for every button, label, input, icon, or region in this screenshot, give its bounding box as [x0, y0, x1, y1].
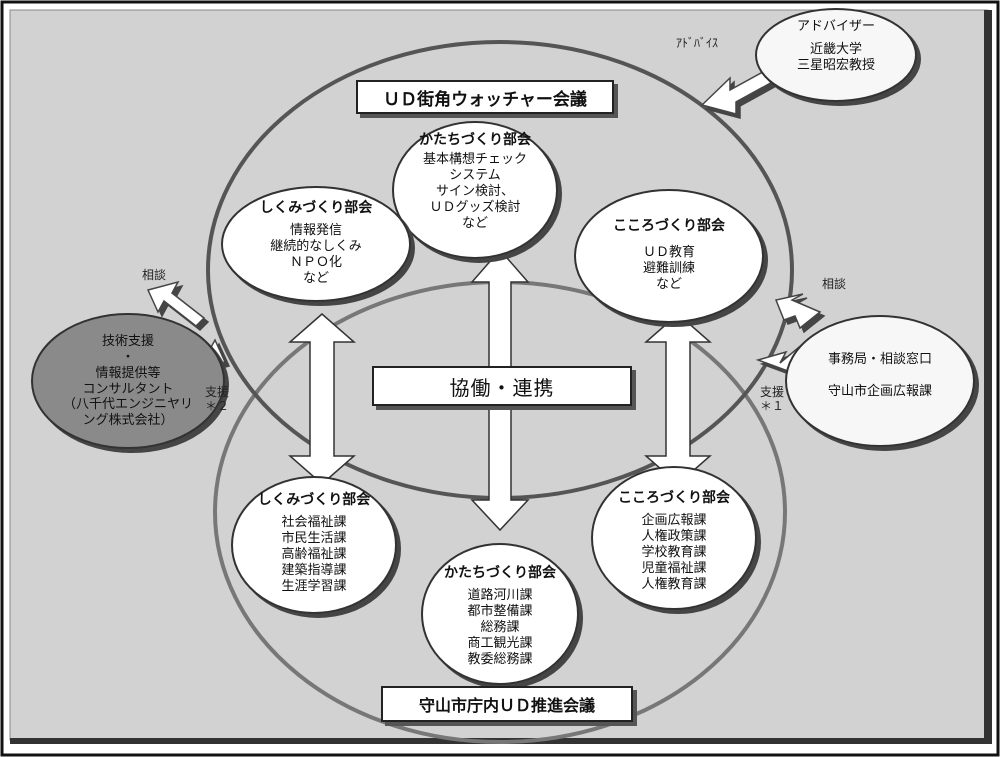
watcher-kokoro-group: こころづくり部会 ＵＤ教育 避難訓練 など [589, 218, 749, 293]
secretariat-line-1: 事務局・相談窓口 [827, 352, 932, 367]
watcher-kokoro-ellipse [574, 189, 764, 323]
watcher-shikumi-line-2: 継続的なしくみ [270, 238, 362, 254]
watcher-katachi-ellipse [392, 121, 558, 259]
city-katachi-line-2: 都市整備課 [467, 603, 533, 619]
city-shikumi-group: しくみづくり部会 社会福祉課 市民生活課 高齢福祉課 建築指導課 生涯学習課 [239, 492, 389, 594]
left-support-label: 支援 ＊２ [205, 385, 229, 414]
city-katachi-title: かたちづくり部会 [444, 565, 556, 581]
watcher-katachi-line-3: サイン検討、 [435, 183, 514, 199]
watcher-shikumi-ellipse [221, 186, 411, 302]
city-shikumi-line-2: 市民生活課 [281, 530, 347, 546]
advisor-label: アドバイザー 近畿大学 三星昭宏教授 [756, 19, 916, 74]
watcher-kokoro-line-3: など [655, 276, 682, 292]
watcher-kokoro-title: こころづくり部会 [613, 218, 725, 234]
city-katachi-line-4: 商工観光課 [467, 635, 533, 651]
secretariat-label: 事務局・相談窓口 守山市企画広報課 [800, 352, 960, 400]
top-council-title: ＵＤ街角ウォッチャー会議 [356, 80, 614, 114]
city-kokoro-title: こころづくり部会 [618, 490, 730, 506]
secretariat-ellipse [785, 315, 975, 447]
watcher-katachi-line-2: システム [449, 167, 501, 183]
advisor-line-2: 三星昭宏教授 [796, 57, 875, 73]
city-shikumi-line-5: 生涯学習課 [281, 578, 347, 594]
city-kokoro-line-2: 人権政策課 [641, 528, 707, 544]
city-katachi-line-3: 総務課 [480, 619, 520, 635]
city-katachi-group: かたちづくり部会 道路河川課 都市整備課 総務課 商工観光課 教委総務課 [425, 565, 575, 667]
watcher-kokoro-line-1: ＵＤ教育 [642, 245, 695, 261]
advisor-ellipse [755, 8, 917, 102]
right-consult-label: 相談 [822, 277, 847, 291]
watcher-shikumi-line-3: ＮＰＯ化 [289, 254, 342, 270]
city-katachi-line-5: 教委総務課 [467, 651, 533, 667]
city-shikumi-line-3: 高齢福祉課 [281, 546, 347, 562]
watcher-katachi-line-1: 基本構想チェック [422, 152, 527, 168]
advice-arrow-label: ｱﾄﾞﾊﾞｲｽ [676, 36, 719, 50]
consultant-ellipse [31, 313, 225, 449]
advisor-line-1: 近畿大学 [809, 41, 862, 57]
city-shikumi-line-1: 社会福祉課 [281, 515, 347, 531]
left-consult-arrow [146, 280, 206, 327]
watcher-shikumi-group: しくみづくり部会 情報発信 継続的なしくみ ＮＰＯ化 など [236, 200, 396, 287]
center-collaboration-text: 協働・連携 [449, 375, 555, 400]
city-kokoro-line-1: 企画広報課 [641, 513, 707, 529]
city-katachi-line-1: 道路河川課 [467, 588, 533, 604]
watcher-shikumi-line-4: など [302, 270, 329, 286]
city-kokoro-line-4: 児童福祉課 [641, 560, 707, 576]
watcher-katachi-line-4: ＵＤグッズ検討 [429, 199, 521, 215]
city-katachi-ellipse [421, 543, 579, 685]
secretariat-line-2 [800, 368, 960, 384]
consultant-line-4: コンサルタント [82, 381, 174, 397]
consultant-line-6: ング株式会社） [82, 413, 174, 429]
watcher-shikumi-line-1: 情報発信 [289, 223, 342, 239]
consultant-line-5: （八千代エンジニヤリ [62, 397, 193, 413]
right-support-note: ＊１ [760, 399, 785, 414]
top-council-title-text: ＵＤ街角ウォッチャー会議 [383, 89, 587, 110]
right-dark-border [984, 10, 992, 740]
city-kokoro-group: こころづくり部会 企画広報課 人権政策課 学校教育課 児童福祉課 人権教育課 [599, 490, 749, 592]
city-shikumi-title: しくみづくり部会 [257, 492, 371, 508]
right-consult-arrow [774, 293, 822, 330]
city-kokoro-line-3: 学校教育課 [641, 544, 707, 560]
left-consult-label: 相談 [142, 268, 167, 282]
center-collaboration-box: 協働・連携 [372, 366, 632, 406]
left-support-text: 支援 [205, 385, 230, 399]
watcher-katachi-title: かたちづくり部会 [419, 132, 531, 148]
watcher-shikumi-title: しくみづくり部会 [259, 200, 373, 216]
left-support-note: ＊２ [205, 399, 230, 414]
secretariat-line-3: 守山市企画広報課 [827, 383, 932, 399]
city-shikumi-ellipse [231, 476, 397, 614]
consultant-line-1: 技術支援 [101, 334, 154, 349]
city-shikumi-line-4: 建築指導課 [281, 562, 347, 578]
watcher-kokoro-line-2: 避難訓練 [642, 260, 695, 276]
watcher-katachi-line-5: など [461, 215, 488, 231]
bottom-council-title: 守山市庁内ＵＤ推進会議 [381, 686, 633, 722]
consultant-line-3: 情報提供等 [95, 365, 161, 381]
bottom-council-title-text: 守山市庁内ＵＤ推進会議 [418, 696, 595, 715]
consultant-label: 技術支援 ・ 情報提供等 コンサルタント （八千代エンジニヤリ ング株式会社） [40, 334, 216, 429]
watcher-katachi-group: かたちづくり部会 基本構想チェック システム サイン検討、 ＵＤグッズ検討 など [395, 132, 555, 231]
city-kokoro-ellipse [591, 466, 757, 610]
right-support-label: 支援 ＊１ [760, 385, 784, 414]
right-support-text: 支援 [760, 385, 785, 399]
consultant-line-2: ・ [121, 349, 135, 365]
advisor-title: アドバイザー [796, 19, 875, 34]
city-kokoro-line-5: 人権教育課 [641, 576, 707, 592]
